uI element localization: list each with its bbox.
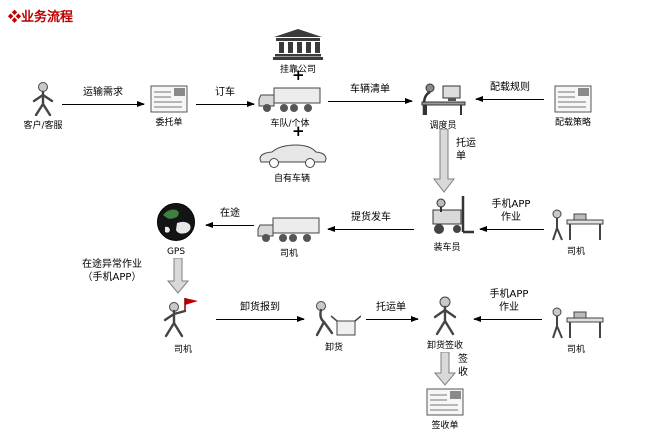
vehicle-list-label: 车辆清单 <box>350 84 390 95</box>
node-customer: 客户/客服 <box>12 82 74 132</box>
node-driver-desk-2: 司机 <box>546 304 606 356</box>
car-icon <box>256 142 328 173</box>
mobile-app-arrow-2 <box>473 316 542 322</box>
mobile-app-arrow-1 <box>479 226 544 232</box>
node-label: 司机 <box>173 345 192 355</box>
node-affiliate-company: 挂靠公司 <box>268 28 328 76</box>
transit-exception-arrow <box>166 257 190 298</box>
book-vehicle-arrow <box>196 101 255 107</box>
node-unloading: 卸货 <box>306 298 362 354</box>
driver-desk-icon <box>547 304 605 344</box>
vehicle-list-arrow <box>328 98 413 104</box>
unload-checkin-label: 卸货报到 <box>240 302 280 313</box>
node-loader: 装车员 <box>416 194 478 254</box>
mobile-app-label-1: 手机APP 作业 <box>491 199 531 223</box>
flag-person-icon <box>158 296 208 344</box>
dispatcher-icon <box>417 82 469 120</box>
truck-icon <box>258 86 322 118</box>
waybill-down-arrow <box>432 128 456 197</box>
plus-sign: + <box>292 66 305 84</box>
document-icon <box>426 388 464 420</box>
in-transit-label: 在途 <box>220 208 240 219</box>
node-label: 委托单 <box>155 118 183 128</box>
unload-checkin-arrow <box>216 316 305 322</box>
node-driver-arrival: 司机 <box>154 296 212 356</box>
signoff-label: 签 收 <box>458 354 468 378</box>
node-driver-truck: 司机 <box>256 216 322 260</box>
node-unload-signoff: 卸货签收 <box>420 296 470 352</box>
node-commission-form: 委托单 <box>146 85 192 129</box>
truck-icon <box>257 216 321 248</box>
node-label: 卸货 <box>324 343 343 353</box>
node-label: 客户/客服 <box>23 121 63 131</box>
node-driver-desk-1: 司机 <box>546 206 606 258</box>
node-label: 调度员 <box>429 121 457 131</box>
node-loading-strategy: 配载策略 <box>546 85 600 129</box>
waybill-down-label: 托运 单 <box>456 138 476 162</box>
transport-demand-arrow <box>62 101 145 107</box>
pickup-departure-arrow <box>327 226 414 232</box>
node-own-vehicle: 自有车辆 <box>256 142 328 185</box>
node-fleet: 车队/个体 <box>256 86 324 130</box>
node-label: 卸货签收 <box>426 341 463 351</box>
node-label: 自有车辆 <box>273 174 310 184</box>
document-icon <box>554 85 592 117</box>
in-transit-arrow <box>205 222 254 228</box>
person-icon <box>30 82 56 120</box>
book-vehicle-label: 订车 <box>215 87 235 98</box>
bank-icon <box>271 28 325 64</box>
document-icon <box>150 85 188 117</box>
transport-demand-label: 运输需求 <box>83 87 123 98</box>
node-label: 司机 <box>566 345 585 355</box>
waybill-label: 托运单 <box>376 302 406 313</box>
node-label: 挂靠公司 <box>279 65 316 75</box>
node-dispatcher: 调度员 <box>414 82 472 132</box>
node-receipt-form: 签收单 <box>420 388 470 432</box>
driver-desk-icon <box>547 206 605 246</box>
loading-rules-arrow <box>475 96 544 102</box>
mobile-app-label-2: 手机APP 作业 <box>489 289 529 313</box>
node-label: 配载策略 <box>554 118 591 128</box>
node-label: 司机 <box>566 247 585 257</box>
loading-rules-label: 配载规则 <box>490 82 530 93</box>
person-icon <box>432 296 458 340</box>
node-label: 装车员 <box>433 243 461 253</box>
plus-sign: + <box>292 122 305 140</box>
node-label: GPS <box>166 247 186 257</box>
node-label: 司机 <box>279 249 298 259</box>
pickup-departure-label: 提货发车 <box>351 212 391 223</box>
page-title: ❖业务流程 <box>8 10 74 25</box>
node-label: 车队/个体 <box>270 119 310 129</box>
node-label: 签收单 <box>431 421 459 431</box>
worker-box-icon <box>307 298 362 342</box>
forklift-icon <box>419 194 475 242</box>
transit-exception-label: 在途异常作业 （手机APP） <box>82 259 142 283</box>
waybill-arrow <box>366 316 419 322</box>
signoff-down-arrow <box>433 351 457 390</box>
node-gps: GPS <box>150 202 202 258</box>
globe-icon <box>156 202 196 246</box>
